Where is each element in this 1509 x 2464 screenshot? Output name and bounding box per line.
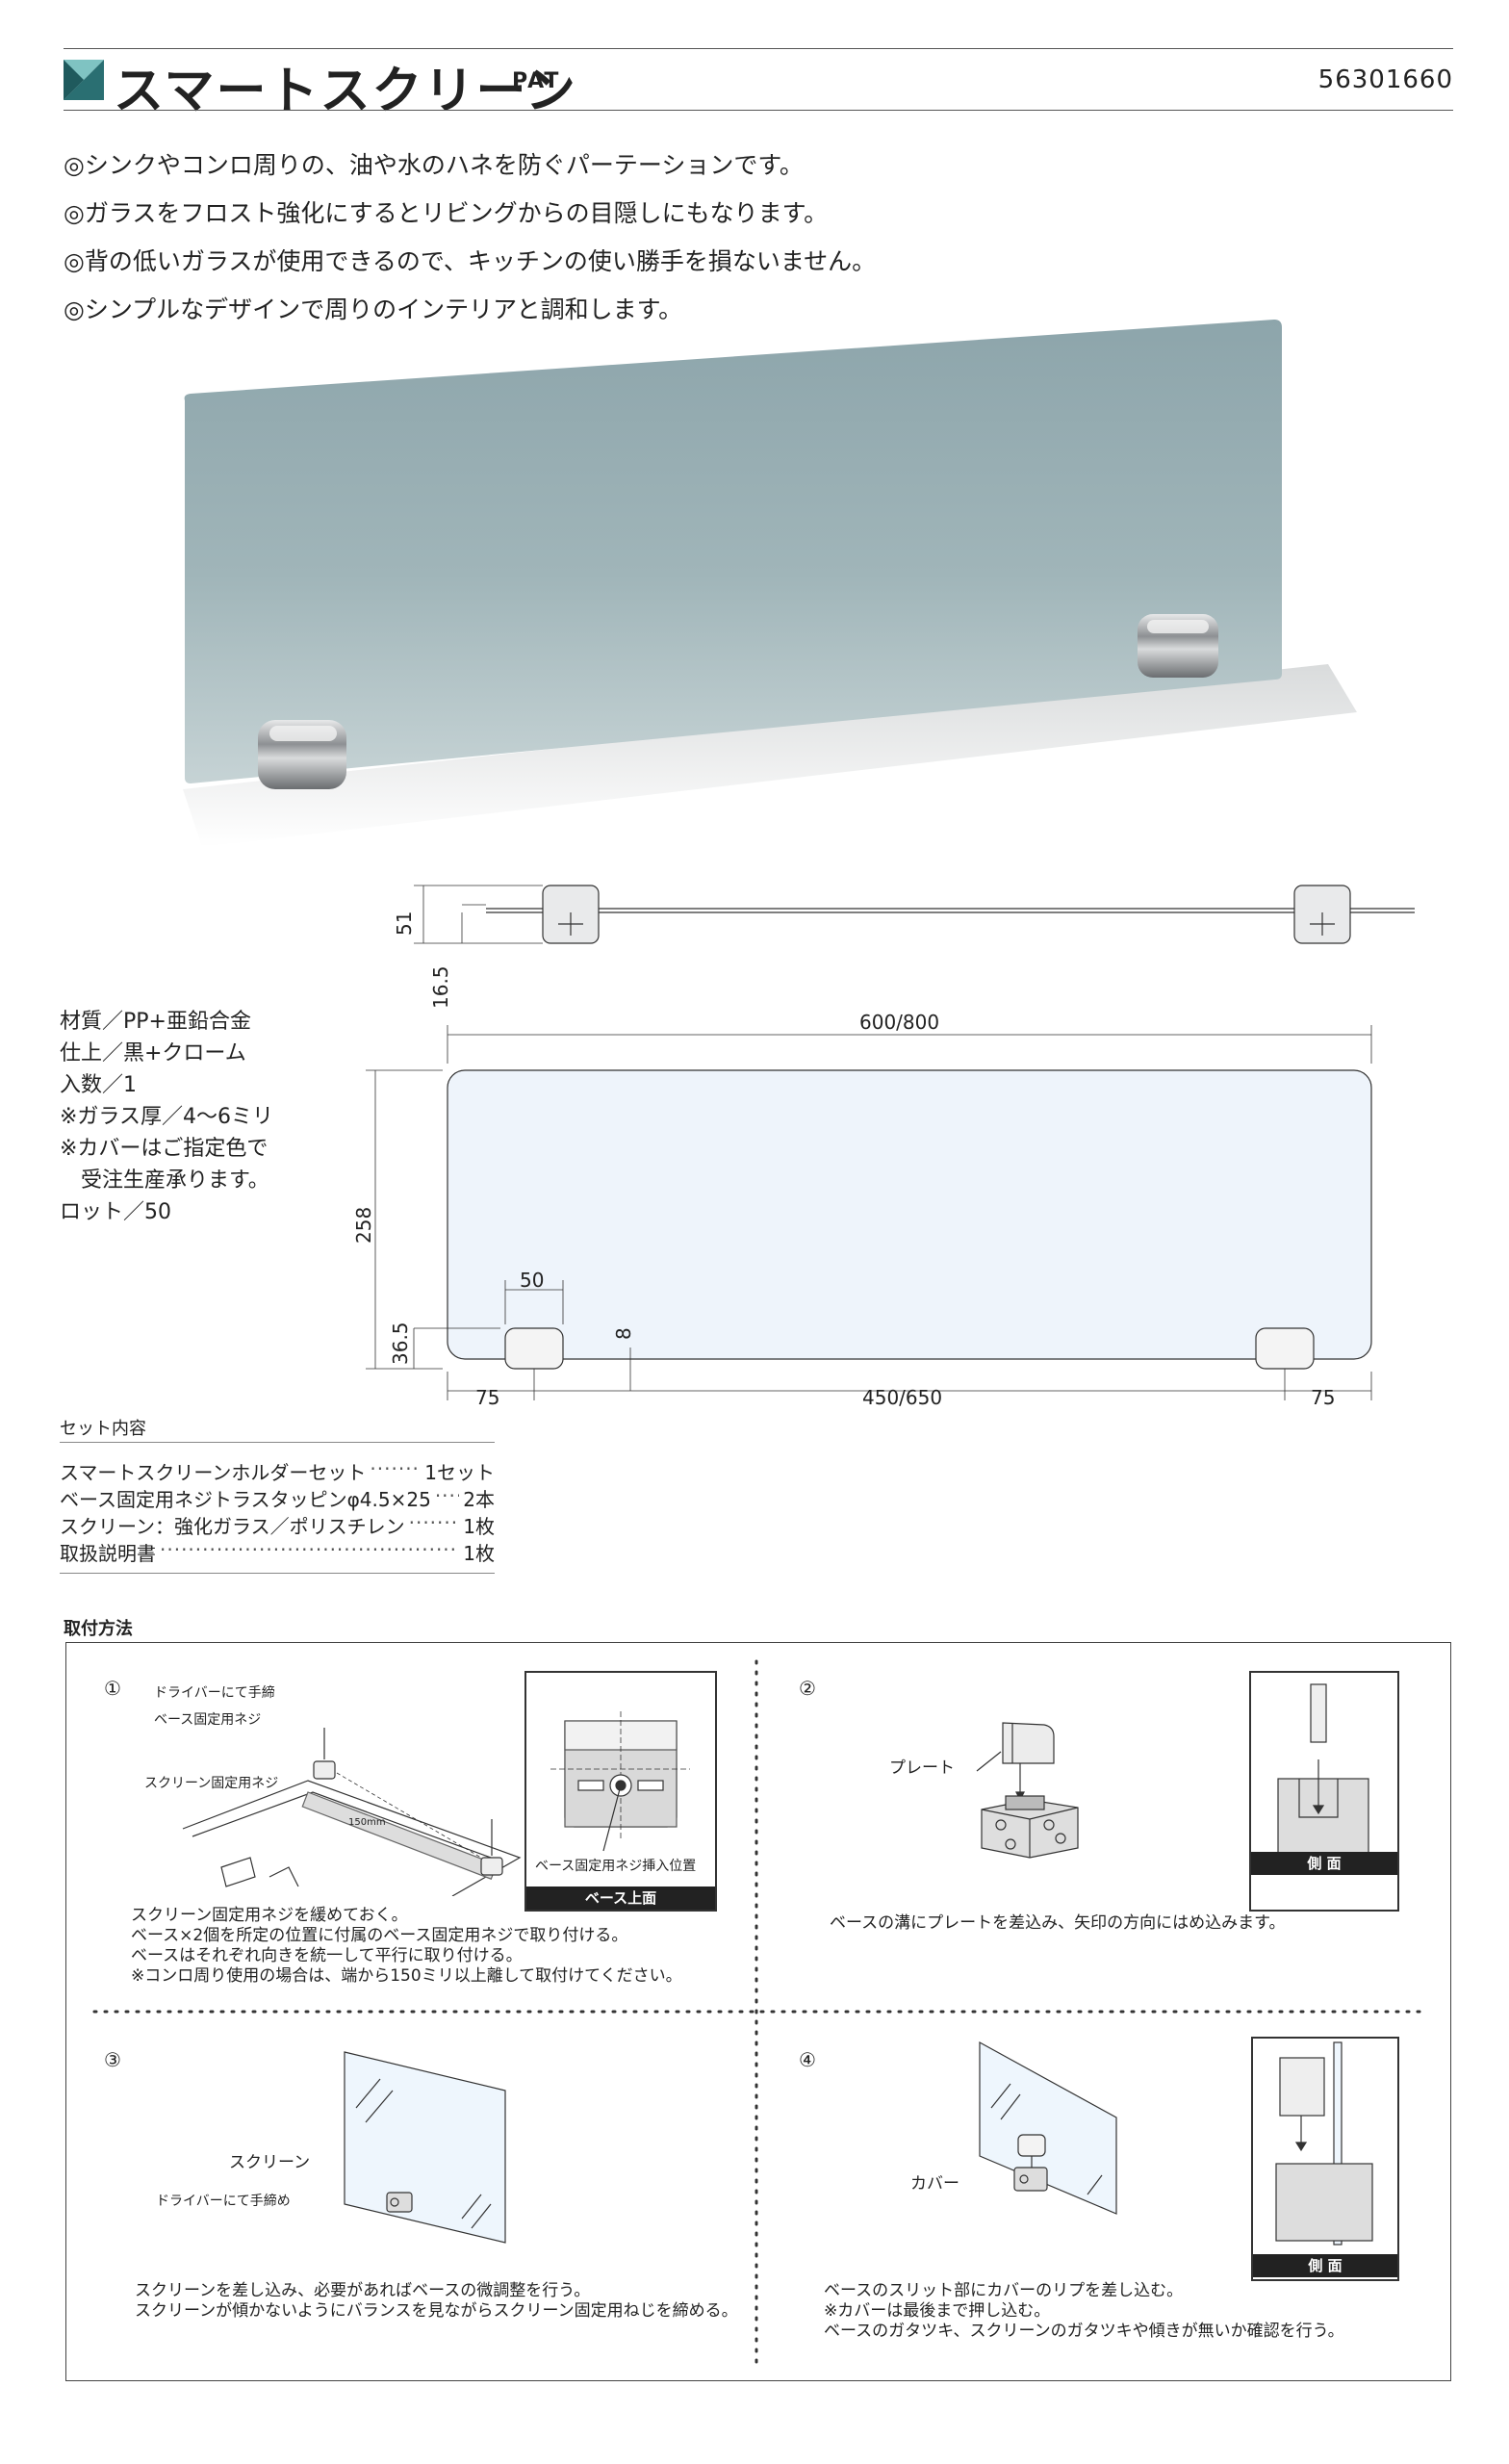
left-holder [258,720,346,789]
label-screen: スクリーン [229,2153,311,2172]
feature-line: ◎ガラスをフロスト強化にするとリビングからの目隠しにもなります。 [64,199,829,227]
step2-illustration [976,1722,1079,1859]
dim-width: 600/800 [859,1011,940,1034]
install-box [65,1642,1451,2381]
dim-holder-height: 36.5 [389,1322,412,1365]
spec-line: 仕上／黒+クローム [60,1041,246,1065]
tag-base-top: ベース上面 [526,1886,715,1910]
label-insert-position: ベース固定用ネジ挿入位置 [535,1859,697,1874]
dim-gap: 8 [612,1327,635,1340]
set-rule [60,1573,495,1574]
step-number: ④ [799,2048,816,2071]
step1-base-panel [524,1671,717,1912]
product-photo [183,320,1357,847]
dim-height: 258 [352,1206,375,1244]
step-note: ベースの溝にプレートを差込み、矢印の方向にはめ込みます。 [830,1913,1286,1933]
step1-illustration [182,1728,522,1896]
spec-line: ※カバーはご指定色で [60,1137,269,1161]
label-screen-screw: スクリーン固定用ネジ [144,1776,279,1791]
label-plate: プレート [889,1758,955,1778]
tag-side: 側 面 [1253,2254,1397,2277]
label-150mm: 150mm [348,1817,386,1828]
base-top-view [550,1711,690,1852]
list-item: 取扱説明書···································… [60,1538,495,1565]
patent-mark: PAT [512,69,561,93]
spec-line: ※ガラス厚／4〜6ミリ [60,1105,273,1129]
page-title: スマートスクリーン [114,63,577,120]
product-code: 56301660 [1317,65,1453,94]
step2-side-panel [1249,1671,1399,1912]
side-view-icon [1277,1683,1369,1866]
side-view-icon [1275,2041,1373,2246]
step-note: ベースのスリット部にカバーのリプを差し込む。 [824,2281,1184,2300]
step3-illustration [344,2051,506,2244]
dim-holder-width: 50 [520,1269,545,1292]
dim-right-margin: 75 [1311,1386,1336,1409]
list-item: スクリーン：強化ガラス／ポリスチレン······················… [60,1511,495,1538]
label-driver-tighten: ドライバーにて手締め [156,2194,291,2209]
step-note: スクリーン固定用ネジを緩めておく。 [131,1906,408,1925]
list-item: スマートスクリーンホルダーセット························… [60,1457,495,1484]
label-cover: カバー [910,2174,959,2194]
step-note: ベースのガタツキ、スクリーンのガタツキや傾きが無いか確認を行う。 [824,2322,1344,2341]
step-note: ※カバーは最後まで押し込む。 [824,2301,1051,2321]
dim-side-height: 51 [393,911,416,936]
set-contents-title: セット内容 [60,1419,146,1439]
step-note: ベース×2個を所定の位置に付属のベース固定用ネジで取り付ける。 [131,1926,628,1945]
set-rule [60,1442,495,1443]
brand-logo-icon [64,60,104,100]
tag-side: 側 面 [1251,1852,1397,1875]
feature-line: ◎シンクやコンロ周りの、油や水のハネを防ぐパーテーションです。 [64,151,804,179]
step-note: ベースはそれぞれ向きを統一して平行に取り付ける。 [131,1946,523,1965]
header-top-rule [64,48,1453,49]
spec-line: 受注生産承ります。 [60,1168,269,1193]
label-driver: ドライバーにて手締 [154,1685,275,1701]
header-bottom-rule [64,110,1453,111]
label-base-screw: ベース固定用ネジ [154,1712,262,1728]
step-number: ② [799,1677,816,1700]
right-holder [1138,614,1218,678]
spec-line: 入数／1 [60,1073,137,1097]
step-number: ③ [104,2048,121,2071]
technical-drawing [366,885,1415,1400]
install-dividers [92,1659,1424,2364]
feature-line: ◎シンプルなデザインで周りのインテリアと調和します。 [64,295,683,323]
spec-line: 材質／PP+亜鉛合金 [60,1010,251,1034]
step4-side-panel [1251,2037,1399,2281]
feature-line: ◎背の低いガラスが使用できるので、キッチンの使い勝手を損ないません。 [64,247,877,275]
dim-left-margin: 75 [475,1386,500,1409]
step-note: スクリーンが傾かないようにバランスを見ながらスクリーン固定用ねじを締める。 [135,2301,738,2321]
step-note: スクリーンを差し込み、必要があればベースの微調整を行う。 [135,2281,591,2300]
list-item: ベース固定用ネジトラスタッピンφ4.5×25··················… [60,1484,495,1511]
step4-illustration [979,2040,1117,2215]
step-number: ① [104,1677,121,1700]
dim-span: 450/650 [862,1386,943,1409]
spec-line: ロット／50 [60,1200,171,1224]
install-title: 取付方法 [64,1619,133,1639]
dim-side-offset: 16.5 [429,965,452,1009]
step-note: ※コンロ周り使用の場合は、端から150ミリ以上離して取付けてください。 [131,1966,682,1986]
